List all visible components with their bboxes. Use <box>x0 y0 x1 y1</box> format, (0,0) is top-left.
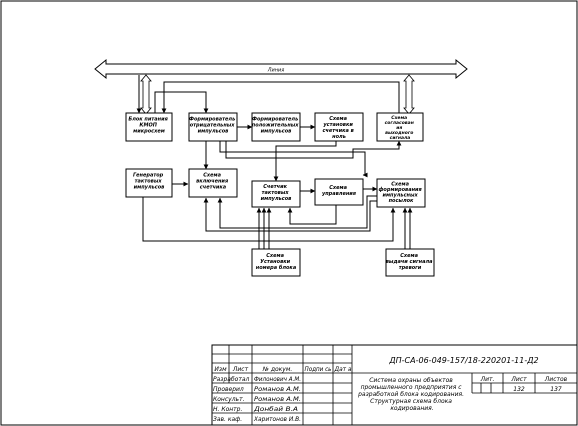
header-doc-number: № докум. <box>262 366 293 373</box>
svg-text:Формирователь отрицатель: Формирователь отрицательных импульсов <box>189 117 237 135</box>
name-consultant: Романов А.М. <box>254 396 301 403</box>
document-description: Система охраны объектов промышленного пр… <box>357 377 466 412</box>
svg-text:Схема включения сч: Схема включения счетчика <box>196 173 230 191</box>
block-number-setup: Схема Установки номера блока <box>251 248 301 277</box>
block-negative-pulse-former: Формирователь отрицательных импульсов <box>188 112 238 142</box>
connections <box>136 75 413 249</box>
block-output-matching: Схема согласован ия выходного сигнала <box>376 112 424 142</box>
role-norm-control: Н. Контр. <box>213 406 242 413</box>
block-control: Схема управления <box>314 178 364 206</box>
header-sheet: Лист <box>232 366 249 373</box>
bus-line: Линия <box>94 58 468 80</box>
header-date: Дат а <box>334 366 352 373</box>
sheet-label: Лист <box>510 376 527 383</box>
block-alarm-output: Схема выдачи сигнала тревоги <box>385 248 435 277</box>
sheet-number: 132 <box>513 386 525 393</box>
name-developed: Филонович А.М. <box>254 376 301 383</box>
role-head: Зав. каф. <box>213 416 242 423</box>
block-counter-reset: Схема установки счетчика в ноль <box>314 112 364 142</box>
svg-text:Формирователь положитель: Формирователь положительных импульсов <box>252 117 301 135</box>
block-counter-enable: Схема включения счетчика <box>188 168 238 198</box>
bus-label: Линия <box>267 68 285 74</box>
name-checked: Романов А.М. <box>254 386 301 393</box>
block-clock-counter: Счетчик тактовых импульсов <box>251 180 301 208</box>
name-norm-control: Донбай В.А <box>253 406 298 413</box>
block-clock-generator: Генератор тактовых импульсов <box>125 168 173 198</box>
block-positive-pulse-former: Формирователь положительных импульсов <box>251 112 301 142</box>
svg-text:Схема формирования: Схема формирования импульсных посылок <box>378 182 423 205</box>
header-change: Изм <box>214 366 227 373</box>
header-signature: Подпи сь <box>305 366 332 373</box>
name-head: Харитонов И.В. <box>253 416 301 423</box>
block-packet-former: Схема формирования импульсных посылок <box>376 178 426 208</box>
svg-text:Схема установки сч: Схема установки счетчика в ноль <box>322 116 355 140</box>
role-consultant: Консульт. <box>213 396 245 403</box>
document-code: ДП-СА-06-049-157/18-220201-11-Д2 <box>388 356 538 365</box>
bus-connector-power <box>140 74 152 115</box>
bus-connector-output <box>403 74 415 115</box>
svg-text:Схема выдачи сигнала: Схема выдачи сигнала тревоги <box>386 253 434 271</box>
role-developed: Разработал <box>213 376 250 383</box>
svg-text:Схема согласован и: Схема согласован ия выходного сигнала <box>385 115 416 141</box>
svg-text:Блок питания КМОП: Блок питания КМОП микросхем <box>128 117 169 135</box>
role-checked: Проверил <box>213 386 244 393</box>
sheets-total: 137 <box>550 386 562 393</box>
svg-text:Схема Установки но: Схема Установки номера блока <box>256 253 297 271</box>
svg-text:Счетчик тактовых и: Счетчик тактовых импульсов <box>261 184 292 202</box>
svg-text:Генератор тактовых: Генератор тактовых импульсов <box>133 173 165 191</box>
block-power-supply: Блок питания КМОП микросхем <box>125 112 173 142</box>
title-block: ДП-СА-06-049-157/18-220201-11-Д2 Изм Лис… <box>211 344 578 426</box>
lit-label: Лит. <box>480 376 495 383</box>
svg-text:Схема управления: Схема управления <box>322 185 357 197</box>
sheets-label: Листов <box>544 376 568 383</box>
